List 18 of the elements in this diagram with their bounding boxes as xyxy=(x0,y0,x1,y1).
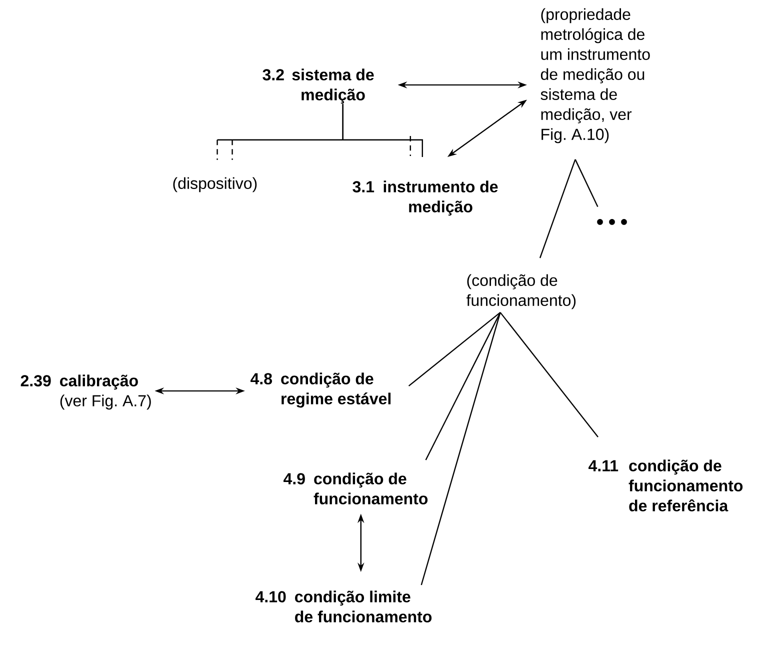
connector-line xyxy=(500,312,598,438)
ellipsis-dots xyxy=(597,219,627,225)
connector-line xyxy=(408,312,501,386)
term-label: 4.9 condição de funcionamento xyxy=(284,472,428,504)
connector-line xyxy=(574,159,598,207)
connector-line xyxy=(539,159,576,258)
connector-line xyxy=(420,312,501,586)
term-label: 3.2 sistema de medição xyxy=(262,68,374,104)
connector-line xyxy=(342,104,423,157)
term-label: 3.1 instrumento de medição xyxy=(352,180,498,216)
connector-line xyxy=(425,312,501,460)
term-label: 4.10 condição limite de funcionamento xyxy=(256,590,432,622)
note-text: (condição de funcionamento) xyxy=(466,274,576,310)
term-label: 2.39 calibração (ver Fig. A.7) xyxy=(20,374,151,410)
note-text: (propriedade metrológica de um instrumento de medição ou sistema de medição, ver Fig. A.10) xyxy=(540,8,650,144)
term-label: 4.8 condição de regime estável xyxy=(250,372,391,408)
note-text: (dispositivo) xyxy=(173,177,257,192)
term-label: 4.11 condição de funcionamento de referência xyxy=(588,460,743,512)
